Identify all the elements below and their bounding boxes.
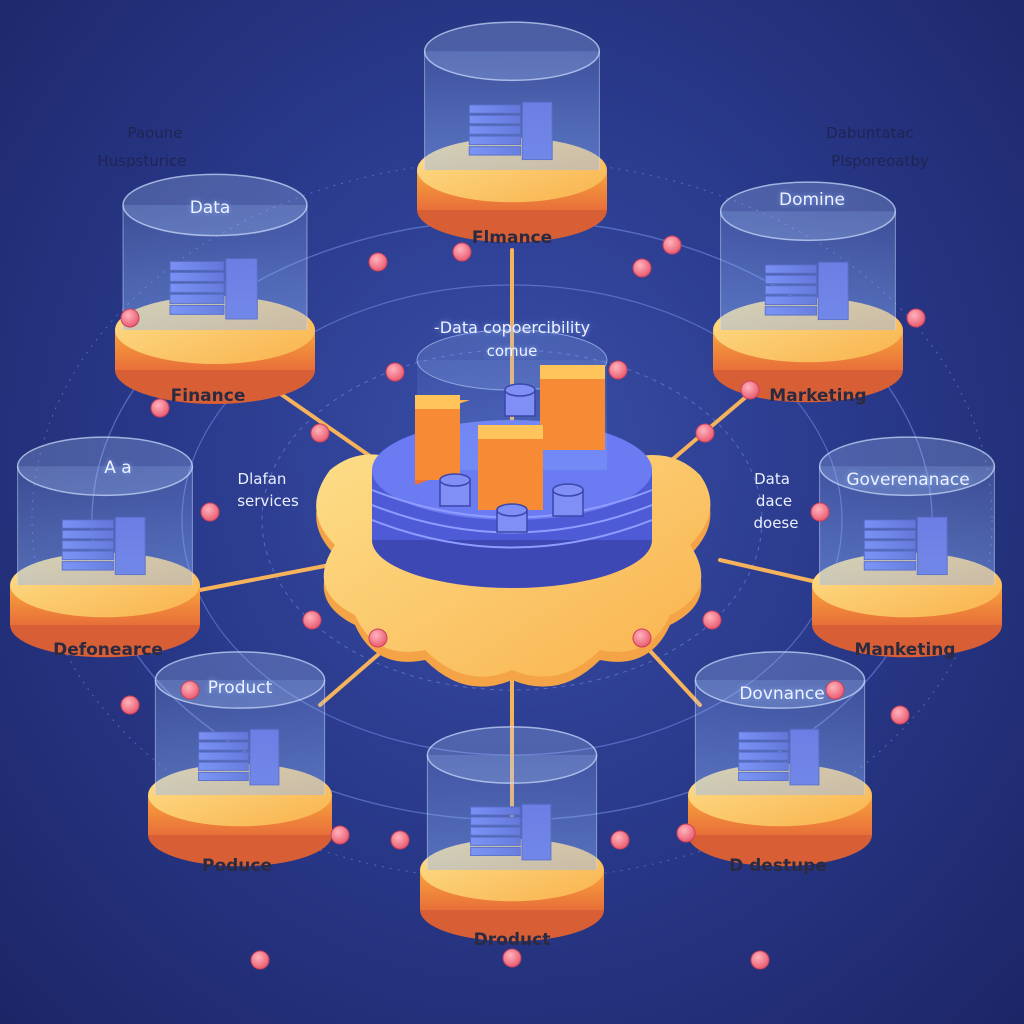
connector-dot — [250, 950, 270, 970]
node-lower-left-base-label: Poduce — [201, 856, 273, 876]
domain-nodes — [10, 21, 1002, 942]
label-mid-left-line2: services — [237, 492, 299, 510]
connector-dot — [825, 680, 845, 700]
connector-dot — [368, 252, 388, 272]
connector-dot — [330, 825, 350, 845]
node-upper-left-dome-label: Data — [189, 198, 231, 218]
node-left — [10, 436, 200, 658]
central-hub — [316, 329, 711, 687]
connector-dots — [120, 235, 926, 970]
connector-dot — [385, 362, 405, 382]
node-top — [417, 21, 607, 243]
node-lower-right-base-label: D destupe — [729, 856, 827, 876]
node-bottom-base-label: Droduct — [473, 930, 551, 950]
node-right — [812, 436, 1002, 658]
center-title-line2: comue — [486, 342, 538, 360]
connector-dot — [750, 950, 770, 970]
connector-dot — [702, 610, 722, 630]
connector-dot — [632, 258, 652, 278]
label-top-right-line2: Plsporeoatby — [831, 152, 929, 170]
node-left-base-label: Defonearce — [53, 640, 163, 660]
node-right-base-label: Manketing — [854, 640, 956, 660]
label-mid-right-line2: dace — [755, 492, 793, 510]
connector-dot — [662, 235, 682, 255]
label-mid-right-line3: doese — [753, 514, 799, 532]
label-top-right-line1: Dabuntatac — [826, 124, 914, 142]
node-upper-right-base-label: Marketing — [769, 386, 867, 406]
label-mid-left-line1: Dlafan — [237, 470, 287, 488]
connector-dot — [452, 242, 472, 262]
node-right-dome-label: Goverenanace — [846, 470, 970, 490]
connector-dot — [302, 610, 322, 630]
connector-dot — [610, 830, 630, 850]
connector-dot — [368, 628, 388, 648]
node-upper-left-base-label: Finance — [170, 386, 246, 406]
connector-dot — [310, 423, 330, 443]
connector-dot — [890, 705, 910, 725]
connector-dot — [200, 502, 220, 522]
connector-dot — [632, 628, 652, 648]
label-mid-right-line1: Data — [754, 470, 790, 488]
label-top-left-line2: Huspsturice — [97, 152, 187, 170]
connector-dot — [906, 308, 926, 328]
node-upper-left — [115, 173, 315, 404]
connector-dot — [390, 830, 410, 850]
node-lower-right — [688, 651, 872, 867]
connector-dot — [180, 680, 200, 700]
connector-dot — [695, 423, 715, 443]
node-upper-right — [713, 181, 903, 403]
label-top-left-line1: Paoune — [127, 124, 183, 142]
connector-dot — [740, 380, 760, 400]
node-lower-left-dome-label: Product — [207, 678, 273, 698]
node-upper-right-dome-label: Domine — [778, 190, 846, 210]
connector-dot — [150, 398, 170, 418]
node-left-dome-label: A a — [104, 458, 132, 478]
connector-dot — [502, 948, 522, 968]
connector-dot — [608, 360, 628, 380]
connector-dot — [120, 308, 140, 328]
connector-dot — [120, 695, 140, 715]
connector-dot — [810, 502, 830, 522]
node-top-base-label: Flmance — [471, 228, 553, 248]
connector-dot — [676, 823, 696, 843]
node-lower-right-dome-label: Dovnance — [739, 684, 825, 704]
node-bottom — [420, 726, 604, 942]
center-title-line1: -Data copoercibility — [433, 318, 591, 337]
